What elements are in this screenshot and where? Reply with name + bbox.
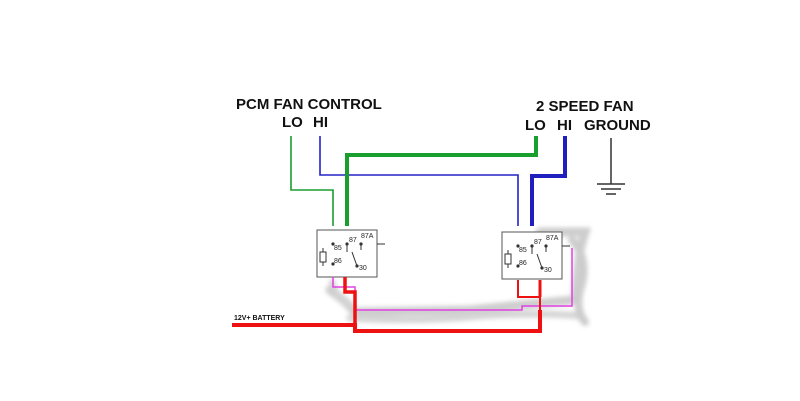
relay2-pin-86: 86 <box>519 260 527 267</box>
fan-hi-label: HI <box>557 117 572 134</box>
relay2-pin-87: 87 <box>534 239 542 246</box>
relay-1: 85 86 87 87A 30 <box>316 229 385 278</box>
battery-label: 12V+ BATTERY <box>234 315 285 322</box>
relay2-pin-30: 30 <box>544 267 552 274</box>
fan-hi-wire <box>530 136 567 226</box>
pcm-lo-wire <box>290 136 334 226</box>
fan-lo-wire <box>345 136 538 226</box>
relay-2: 85 86 87 87A 30 <box>501 231 570 280</box>
relay1-pin-87: 87 <box>349 237 357 244</box>
pcm-hi-wire <box>319 136 519 226</box>
pcm-hi-label: HI <box>313 114 328 131</box>
two-speed-fan-title: 2 SPEED FAN <box>536 98 634 115</box>
pcm-fan-control-title: PCM FAN CONTROL <box>236 96 382 113</box>
fan-ground-label: GROUND <box>584 117 651 134</box>
relay1-pin-87a: 87A <box>361 233 374 240</box>
fan-lo-label: LO <box>525 117 546 134</box>
ground-symbol <box>597 138 625 195</box>
pink-wire-relay1 <box>332 248 573 311</box>
relay2-pin-87a: 87A <box>546 235 559 242</box>
battery-wire <box>232 310 542 333</box>
relay1-pin-85: 85 <box>334 245 342 252</box>
pcm-lo-label: LO <box>282 114 303 131</box>
relay1-pin-30: 30 <box>359 265 367 272</box>
relay1-30-wire <box>343 277 357 325</box>
relay2-30-wire <box>517 280 541 310</box>
relay2-pin-85: 85 <box>519 247 527 254</box>
relay1-pin-86: 86 <box>334 258 342 265</box>
